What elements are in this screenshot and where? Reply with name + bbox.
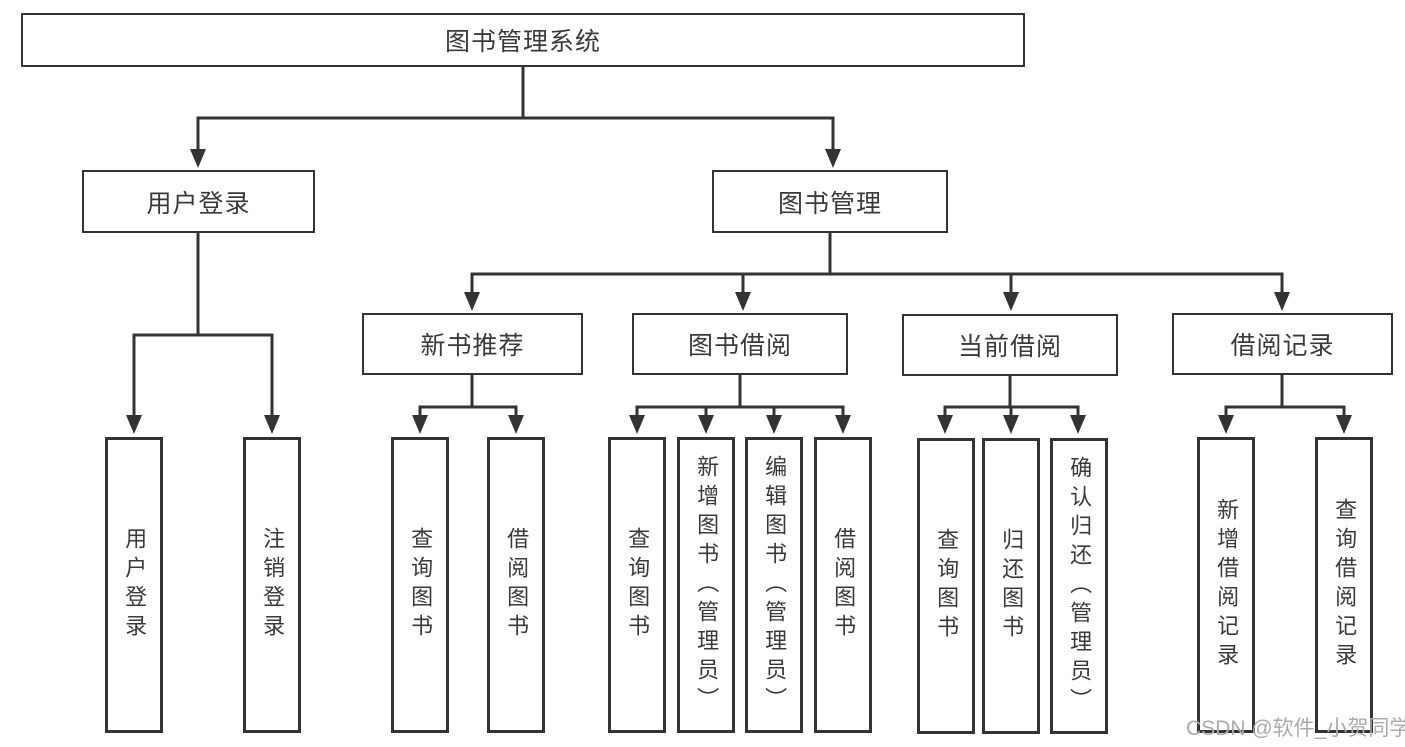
leaf-borrowing-edit-books-admin: 编辑图书（管理员） bbox=[745, 437, 803, 733]
leaf-label: 查询借阅记录 bbox=[1332, 498, 1358, 672]
node-label: 新书推荐 bbox=[420, 332, 525, 360]
leaf-label: 用户登录 bbox=[122, 527, 148, 643]
leaf-borrowing-query-books: 查询图书 bbox=[608, 437, 666, 733]
leaf-logout: 注销登录 bbox=[243, 437, 301, 733]
node-label: 当前借阅 bbox=[957, 333, 1062, 361]
leaf-records-add-borrow-record: 新增借阅记录 bbox=[1197, 437, 1255, 733]
node-library-management-system: 图书管理系统 bbox=[21, 13, 1025, 67]
node-label: 图书管理系统 bbox=[444, 28, 601, 56]
leaf-label: 借阅图书 bbox=[831, 527, 857, 643]
node-book-borrowing: 图书借阅 bbox=[632, 313, 848, 375]
node-label: 图书借阅 bbox=[687, 332, 792, 360]
leaf-label: 归还图书 bbox=[999, 528, 1025, 644]
node-label: 图书管理 bbox=[777, 189, 882, 218]
node-label: 用户登录 bbox=[146, 189, 251, 218]
leaf-label: 借阅图书 bbox=[504, 527, 530, 643]
leaf-label: 查询图书 bbox=[934, 528, 960, 644]
leaf-label: 新增图书（管理员） bbox=[694, 454, 720, 716]
leaf-borrowing-borrow-books: 借阅图书 bbox=[814, 437, 872, 733]
leaf-label: 确认归还（管理员） bbox=[1067, 455, 1093, 717]
node-borrowing-records: 借阅记录 bbox=[1172, 313, 1393, 375]
node-user-login: 用户登录 bbox=[82, 170, 315, 233]
node-book-management: 图书管理 bbox=[712, 170, 948, 233]
leaf-current-query-books: 查询图书 bbox=[917, 438, 975, 734]
leaf-label: 新增借阅记录 bbox=[1214, 498, 1240, 672]
leaf-borrowing-add-books-admin: 新增图书（管理员） bbox=[677, 437, 735, 733]
leaf-label: 查询图书 bbox=[408, 527, 434, 643]
watermark: CSDN @软件_小贺同学 bbox=[1186, 717, 1405, 740]
node-label: 借阅记录 bbox=[1230, 332, 1335, 360]
leaf-recommend-borrow-books: 借阅图书 bbox=[487, 437, 545, 733]
leaf-label: 注销登录 bbox=[260, 527, 286, 643]
leaf-current-return-books: 归还图书 bbox=[982, 438, 1040, 734]
leaf-label: 查询图书 bbox=[625, 527, 651, 643]
leaf-label: 编辑图书（管理员） bbox=[762, 454, 788, 716]
node-current-borrowing: 当前借阅 bbox=[902, 314, 1118, 376]
leaf-recommend-query-books: 查询图书 bbox=[391, 437, 449, 733]
arrowheads bbox=[126, 149, 1352, 434]
leaf-current-confirm-return-admin: 确认归还（管理员） bbox=[1050, 438, 1108, 734]
node-new-book-recommendation: 新书推荐 bbox=[362, 313, 583, 375]
leaf-records-query-borrow-record: 查询借阅记录 bbox=[1315, 437, 1373, 733]
leaf-user-login: 用户登录 bbox=[105, 437, 163, 733]
